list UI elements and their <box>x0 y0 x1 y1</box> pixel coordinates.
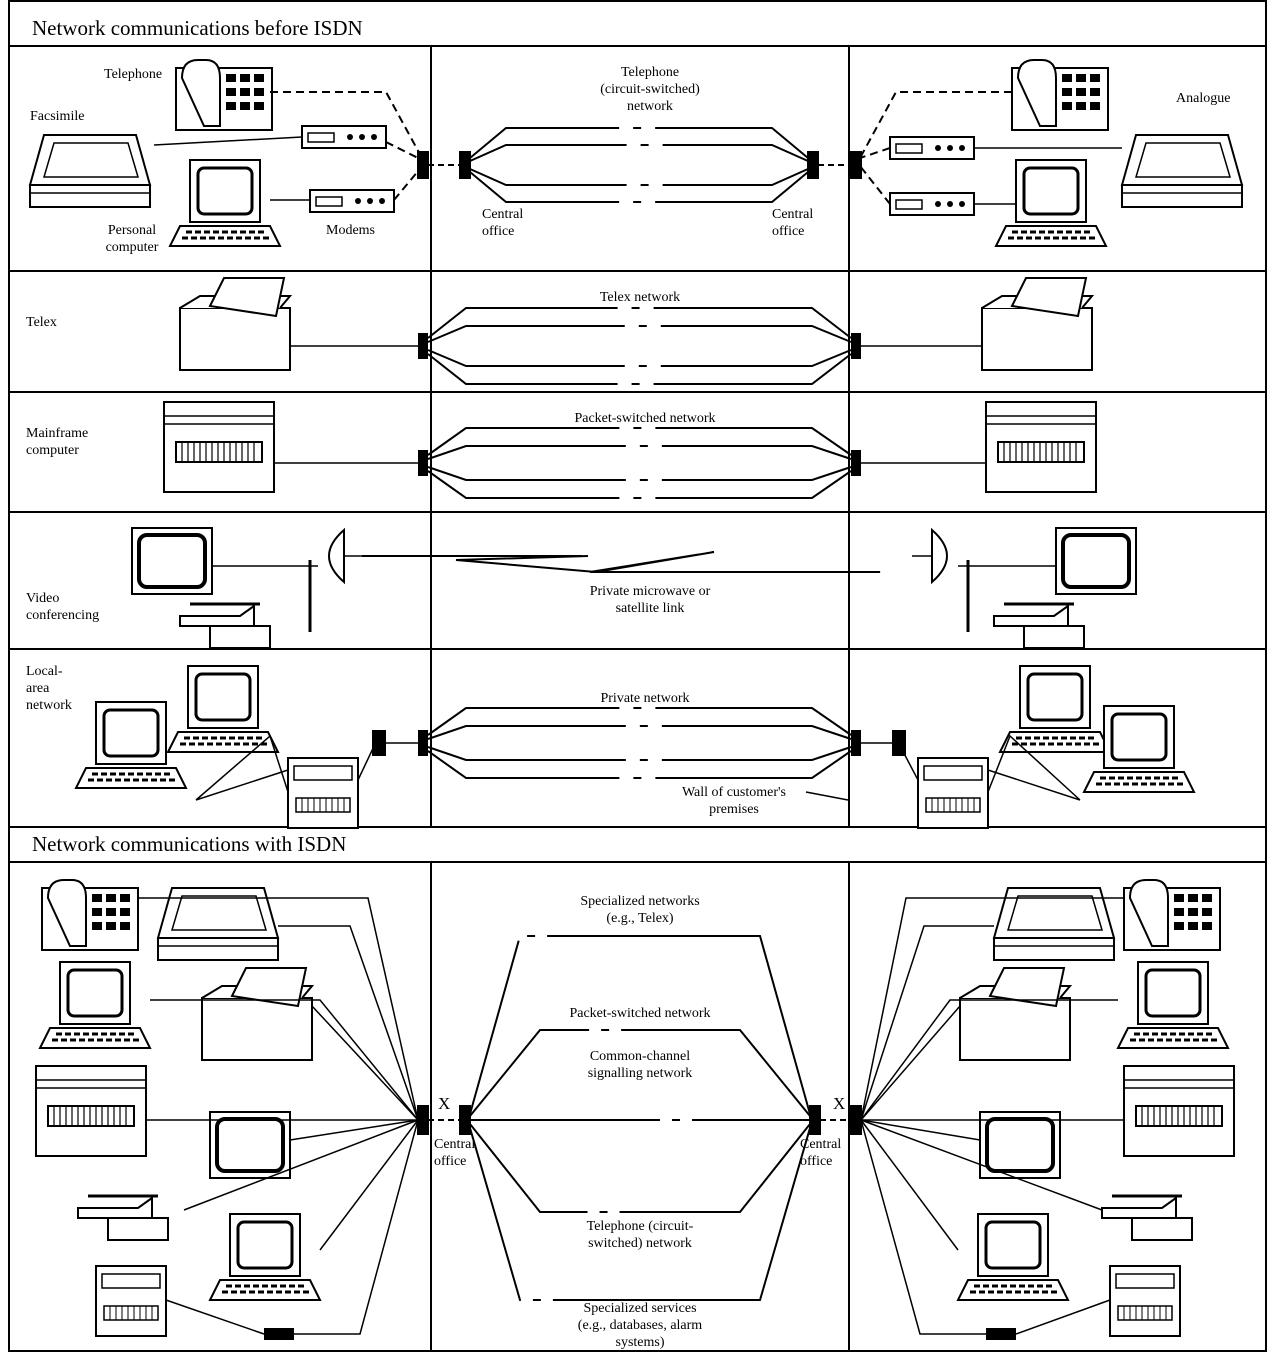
row2-telex <box>179 277 1093 385</box>
label-specialized-networks: Specialized networks (e.g., Telex) <box>580 894 700 926</box>
label-video-conferencing: Video conferencing <box>26 591 100 623</box>
label-signalling-network: Common-channel signalling network <box>587 1049 693 1081</box>
label-isdn-telephone-network: Telephone (circuit- switched) network <box>586 1219 694 1251</box>
label-analogue: Analogue <box>1176 91 1231 106</box>
label-telex: Telex <box>26 315 57 330</box>
label-isdn-packet-network: Packet-switched network <box>569 1006 711 1021</box>
label-lan: Local- area network <box>26 664 72 713</box>
section-title-with: Network communications with ISDN <box>32 832 347 856</box>
isdn-network-lines <box>417 935 862 1301</box>
label-central-office-left: Central office <box>482 207 524 239</box>
isdn-right-links <box>860 897 1124 1335</box>
row1-left-devices <box>29 59 425 248</box>
isdn-right-devices <box>956 879 1235 1340</box>
row4-video <box>130 526 1138 650</box>
label-central-office-right: Central office <box>772 207 814 239</box>
label-x-left: X <box>438 1094 451 1113</box>
label-wall: Wall of customer's premises <box>681 785 787 817</box>
isdn-left-links <box>138 897 419 1335</box>
label-facsimile: Facsimile <box>30 109 85 124</box>
label-packet-network: Packet-switched network <box>574 411 716 426</box>
label-modems: Modems <box>326 223 375 238</box>
label-specialized-services: Specialized services (e.g., databases, a… <box>577 1301 703 1350</box>
label-x-right: X <box>833 1094 846 1113</box>
row5-lan <box>74 664 1196 829</box>
section-title-before: Network communications before ISDN <box>32 16 363 40</box>
row1-right-devices <box>859 59 1243 248</box>
label-isdn-central-office-right: Central office <box>800 1137 842 1169</box>
label-telephone: Telephone <box>104 67 163 82</box>
row3-mainframe <box>163 401 1097 499</box>
label-isdn-central-office-left: Central office <box>434 1137 476 1169</box>
label-mainframe: Mainframe computer <box>26 426 89 458</box>
isdn-left-devices <box>35 879 322 1340</box>
label-personal-computer: Personal computer <box>105 223 159 255</box>
label-private-network: Private network <box>600 691 690 706</box>
row1-network-lines <box>417 127 862 203</box>
label-telephone-network: Telephone (circuit-switched) network <box>600 65 700 114</box>
label-microwave-link: Private microwave or satellite link <box>589 584 711 616</box>
label-telex-network: Telex network <box>599 290 681 305</box>
